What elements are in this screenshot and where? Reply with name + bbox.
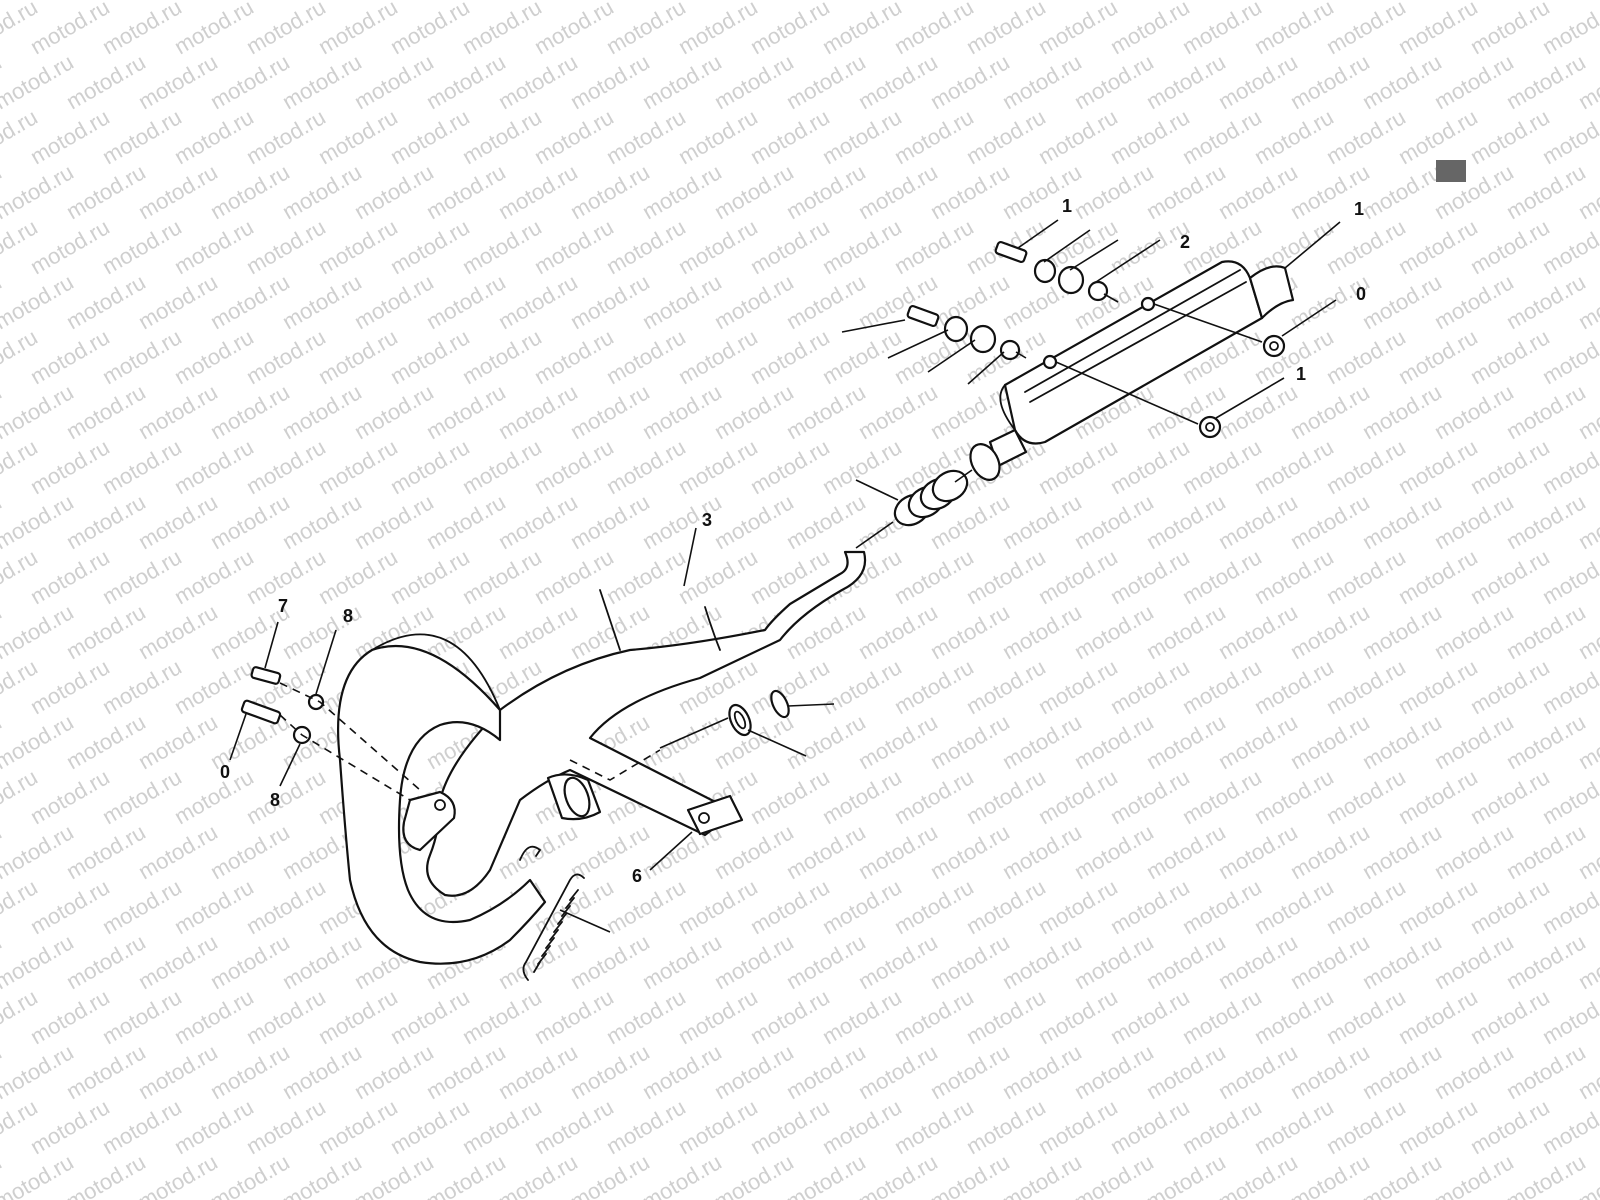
leader-washer-lower-left xyxy=(279,743,301,787)
callout-label-11: 6 xyxy=(632,866,642,886)
leader-lower-collar xyxy=(967,351,1005,385)
leader-washer-upper-left xyxy=(315,629,337,695)
callout-label-5: 1 xyxy=(1296,364,1306,384)
assembly-line-3 xyxy=(569,749,661,781)
leader-tension-spring xyxy=(559,909,611,933)
callout-label-3: 1 xyxy=(1354,199,1364,219)
leader-silencer xyxy=(1284,221,1341,269)
axis-line-bolt-upper xyxy=(1103,293,1119,303)
leader-spring xyxy=(855,479,899,501)
spring-hook xyxy=(519,845,542,861)
callout-label-7: 7 xyxy=(278,596,288,616)
silencer xyxy=(969,260,1295,481)
callout-label-4: 0 xyxy=(1356,284,1366,304)
axis-line-nut-lower xyxy=(1055,361,1199,425)
mount-hardware-upper xyxy=(994,240,1109,302)
leader-gasket-inner xyxy=(787,703,835,707)
leader-lower-rubber xyxy=(927,339,976,373)
callout-label-2: 2 xyxy=(1180,232,1190,252)
assembly-line-1 xyxy=(279,682,421,791)
leader-lower-bolt xyxy=(841,319,906,333)
callout-label-9: 0 xyxy=(220,762,230,782)
gasket-inner xyxy=(770,689,790,719)
washer-upper-left xyxy=(307,693,325,711)
leader-2b xyxy=(1069,239,1119,271)
callout-label-10: 8 xyxy=(270,790,280,810)
tension-spring xyxy=(522,873,585,981)
bolt-lower-left xyxy=(240,699,282,725)
nut-lower xyxy=(1198,415,1222,439)
corner-marker xyxy=(1436,160,1466,182)
leader-pipe xyxy=(683,527,697,587)
gasket-outer xyxy=(728,703,752,737)
nut-upper xyxy=(1262,334,1286,358)
bolt-upper-left xyxy=(250,666,282,685)
expansion-chamber xyxy=(337,550,867,965)
leader-gasket-outer xyxy=(747,729,807,757)
axis-line-pipe-spring xyxy=(855,521,894,549)
leader-nut-lower xyxy=(1215,377,1285,419)
leader-2 xyxy=(1043,229,1091,263)
leader-nut-upper xyxy=(1281,299,1337,337)
axis-line-bolt-lower xyxy=(1015,351,1027,359)
connector-spring xyxy=(893,469,969,527)
leader-1 xyxy=(1017,219,1059,249)
callout-label-8: 8 xyxy=(343,606,353,626)
assembly-line-2 xyxy=(279,714,411,801)
axis-line-nut-upper xyxy=(1153,303,1263,343)
leader-bolt-upper-left xyxy=(264,621,279,669)
leader-bolt-lower-left xyxy=(229,713,247,761)
axis-line-spring-silencer xyxy=(954,469,973,483)
axis-line-gasket xyxy=(659,717,729,749)
mount-hardware-lower xyxy=(906,304,1021,361)
leader-flange xyxy=(649,831,693,871)
leader-2c xyxy=(1095,239,1161,283)
leader-lower-washer xyxy=(887,329,949,359)
callout-label-6: 3 xyxy=(702,510,712,530)
watermark-text: motod.ru xyxy=(1574,0,1600,4)
callout-label-1: 1 xyxy=(1062,196,1072,216)
